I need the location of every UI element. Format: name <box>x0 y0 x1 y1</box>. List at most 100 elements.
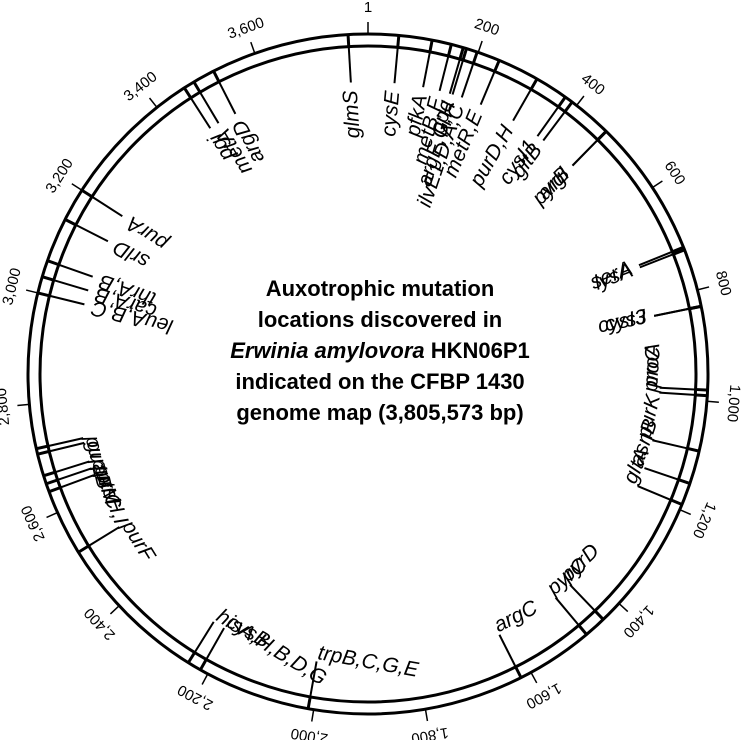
scale-tick-label: 1,000 <box>723 384 742 423</box>
gene-leader-line <box>59 264 94 278</box>
gene-leader-line <box>637 485 671 501</box>
gene-leader-line <box>542 111 566 142</box>
gene-label: cysE <box>377 89 404 137</box>
gene-leader-line <box>309 661 318 697</box>
gene-leader-line <box>498 634 517 667</box>
title-line-5: genome map (3,805,573 bp) <box>236 400 523 425</box>
gene-position-bar <box>458 46 465 61</box>
scale-tick-mark <box>618 602 629 613</box>
gene-position-bar <box>198 657 209 672</box>
gene-leader-line <box>451 60 464 95</box>
gene-position-bar <box>686 446 701 453</box>
scale-tick-mark <box>71 183 83 191</box>
gene-leader-line <box>199 92 220 124</box>
gene-position-bar <box>529 77 539 91</box>
gene-leader-line <box>422 52 431 88</box>
gene-position-bar <box>47 485 62 494</box>
gene-position-bar <box>428 38 434 54</box>
gene-leader-line <box>652 439 687 450</box>
gene-label: proC <box>639 345 665 394</box>
gene-leader-line <box>60 474 95 489</box>
title-line-4: indicated on the CFBP 1430 <box>235 369 524 394</box>
gene-leader-line <box>54 279 89 292</box>
gene-position-bar <box>556 95 568 109</box>
scale-tick-label: 2,200 <box>175 681 216 714</box>
gene-position-bar <box>46 258 61 267</box>
scale-tick-mark <box>17 403 30 407</box>
gene-position-bar <box>688 304 703 311</box>
scale-tick-label: 1,600 <box>523 679 564 712</box>
gene-label: purF <box>117 515 160 566</box>
gene-position-bar <box>446 43 454 58</box>
gene-position-bar <box>471 50 479 65</box>
gene-position-bar <box>577 623 589 637</box>
gene-leader-line <box>638 251 672 267</box>
title-strain: HKN06P1 <box>425 338 530 363</box>
gene-leader-line <box>659 391 695 396</box>
gene-label: purL <box>80 433 112 480</box>
title-organism: Erwinia amylovora <box>230 338 424 363</box>
gene-leader-line <box>55 460 90 473</box>
gene-leader-line <box>50 295 85 306</box>
gene-leader-line <box>569 584 595 611</box>
gene-position-bar <box>40 274 56 282</box>
scale-tick-label: 3,000 <box>0 266 25 307</box>
gene-position-bar <box>346 33 351 48</box>
gene-label: hisA,H,B,D,G <box>212 605 330 691</box>
gene-label: trpB,C,G,E <box>316 641 421 682</box>
gene-leader-line <box>571 139 598 167</box>
scale-tick-mark <box>697 286 710 291</box>
gene-position-bar <box>694 387 709 392</box>
title-line-2: locations discovered in <box>258 307 503 332</box>
scale-tick-label: 2,400 <box>81 604 119 643</box>
scale-tick-mark <box>250 41 256 54</box>
scale-tick-mark <box>530 672 538 684</box>
scale-tick-label: 2,000 <box>290 724 330 740</box>
gene-leader-line <box>190 98 212 129</box>
title-line-1: Auxotrophic mutation <box>266 276 495 301</box>
gene-label: glmS <box>339 90 365 139</box>
gene-position-bar <box>593 609 606 622</box>
scale-tick-mark <box>706 400 719 403</box>
gene-leader-line <box>536 107 559 137</box>
gene-leader-line <box>205 627 225 660</box>
gene-leader-line <box>76 224 109 243</box>
scale-tick-label: 1,400 <box>620 602 658 641</box>
scale-tick-label: 200 <box>472 15 501 39</box>
gene-position-bar <box>396 34 401 49</box>
scale-tick-label: 2,600 <box>18 503 49 544</box>
gene-leader-line <box>438 56 450 92</box>
scale-tick-mark <box>651 180 663 189</box>
gene-position-bar <box>513 665 523 680</box>
gene-leader-line <box>88 526 120 547</box>
scale-tick-label: 400 <box>578 70 608 99</box>
scale-tick-mark <box>109 605 120 615</box>
scale-tick-mark <box>201 673 209 685</box>
gene-leader-line <box>347 47 352 83</box>
gene-leader-line <box>448 59 461 94</box>
scale-tick-label: 800 <box>712 269 735 297</box>
scale-tick-mark <box>46 511 58 519</box>
gene-position-bar <box>192 80 202 94</box>
gene-leader-line <box>479 71 496 106</box>
gene-leader-line <box>554 597 579 626</box>
gene-label: proA <box>639 343 664 389</box>
gene-position-bar <box>36 449 51 456</box>
scale-tick-mark <box>424 708 429 722</box>
gene-position-bar <box>44 478 60 486</box>
gene-position-bar <box>670 245 685 254</box>
gene-position-bar <box>669 498 684 507</box>
scale-tick-label: 600 <box>661 158 689 188</box>
gene-leader-line <box>644 467 678 481</box>
gene-leader-line <box>49 441 85 453</box>
gene-position-bar <box>186 650 197 665</box>
scale-tick-mark <box>25 289 38 294</box>
gene-position-bar <box>76 544 91 555</box>
gene-position-bar <box>36 291 51 298</box>
gene-leader-line <box>58 467 92 481</box>
gene-leader-line <box>92 196 123 218</box>
gene-leader-line <box>659 386 695 391</box>
gene-leader-line <box>460 63 474 98</box>
scale-tick-mark <box>679 508 692 516</box>
